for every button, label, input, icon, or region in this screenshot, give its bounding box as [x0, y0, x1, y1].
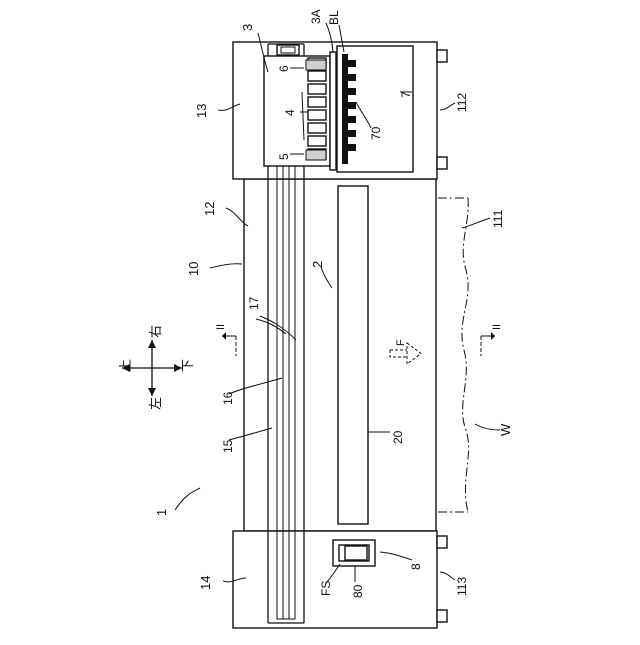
label-dir-down: 下	[180, 359, 195, 372]
label-15: 15	[221, 439, 235, 453]
foot	[437, 610, 447, 622]
end-piece-5	[306, 150, 326, 160]
label-16: 16	[221, 391, 235, 405]
foot	[437, 157, 447, 169]
label-bl: BL	[327, 10, 341, 25]
end-piece-6	[306, 60, 326, 70]
label-w: W	[498, 423, 513, 436]
unit-8	[333, 540, 375, 566]
section-mark-left	[222, 332, 236, 356]
label-4: 4	[283, 109, 297, 116]
label-12: 12	[202, 202, 217, 216]
label-5: 5	[277, 153, 291, 160]
label-13: 13	[194, 104, 209, 118]
cap-bar	[342, 54, 348, 164]
label-8: 8	[409, 563, 423, 570]
label-80: 80	[351, 584, 365, 598]
label-70: 70	[369, 126, 383, 140]
label-section-right: II	[491, 324, 503, 330]
label-112: 112	[455, 93, 469, 112]
label-111: 111	[491, 209, 505, 228]
label-7: 7	[399, 91, 413, 98]
label-1: 1	[154, 509, 169, 516]
platen-20	[338, 186, 368, 524]
section-mark-right	[481, 332, 495, 356]
label-14: 14	[198, 576, 213, 590]
head-unit	[264, 52, 336, 170]
label-fs: FS	[319, 581, 333, 596]
label-dir-left: 左	[148, 397, 163, 410]
label-dir-up: 上	[118, 359, 133, 372]
label-section-left: II	[215, 324, 227, 330]
foot	[437, 536, 447, 548]
label-3a: 3A	[309, 9, 323, 24]
label-f: F	[395, 339, 407, 346]
label-113: 113	[455, 577, 469, 596]
cap-unit-7	[337, 46, 413, 172]
label-20: 20	[391, 430, 405, 444]
label-3: 3	[240, 24, 255, 31]
label-dir-right: 右	[148, 325, 163, 338]
foot	[437, 50, 447, 62]
label-2: 2	[310, 261, 325, 268]
plate-3a	[330, 52, 336, 170]
label-6: 6	[277, 65, 291, 72]
label-10: 10	[186, 262, 201, 276]
label-17: 17	[247, 296, 261, 310]
